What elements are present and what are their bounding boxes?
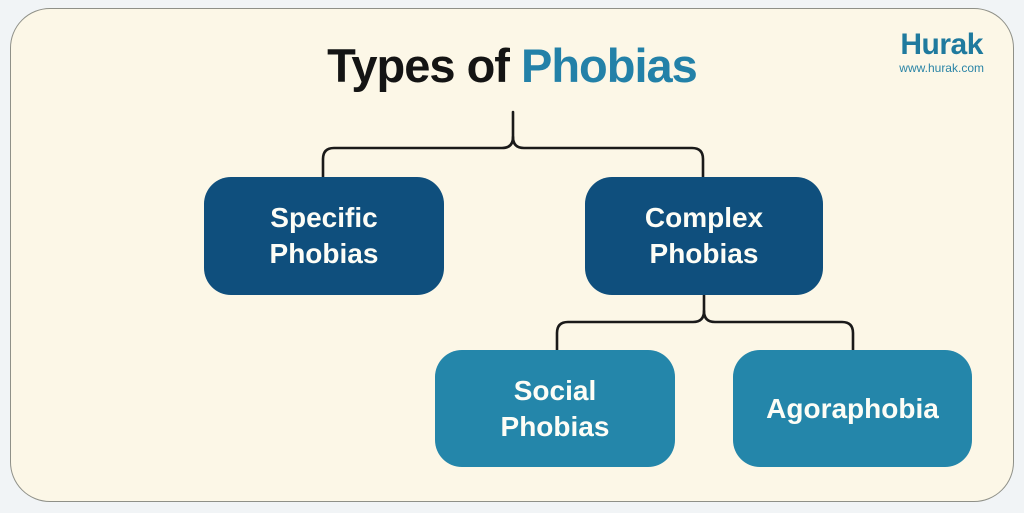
node-social-phobias: Social Phobias [435, 350, 675, 467]
node-label: Complex Phobias [644, 202, 764, 269]
page-title: Types of Phobias [0, 38, 1024, 93]
node-label: Specific Phobias [269, 202, 379, 269]
page-title-prefix: Types of [327, 39, 510, 92]
brand-logo: Hurak www.hurak.com [899, 28, 984, 76]
node-label: Agoraphobia [766, 392, 939, 424]
page-title-highlight: Phobias [521, 39, 698, 92]
node-complex-phobias: Complex Phobias [585, 177, 823, 295]
node-label: Social Phobias [500, 374, 610, 442]
node-specific-phobias: Specific Phobias [204, 177, 444, 295]
brand-url: www.hurak.com [899, 61, 984, 75]
brand-name: Hurak [900, 28, 983, 61]
node-agoraphobia: Agoraphobia [733, 350, 972, 467]
